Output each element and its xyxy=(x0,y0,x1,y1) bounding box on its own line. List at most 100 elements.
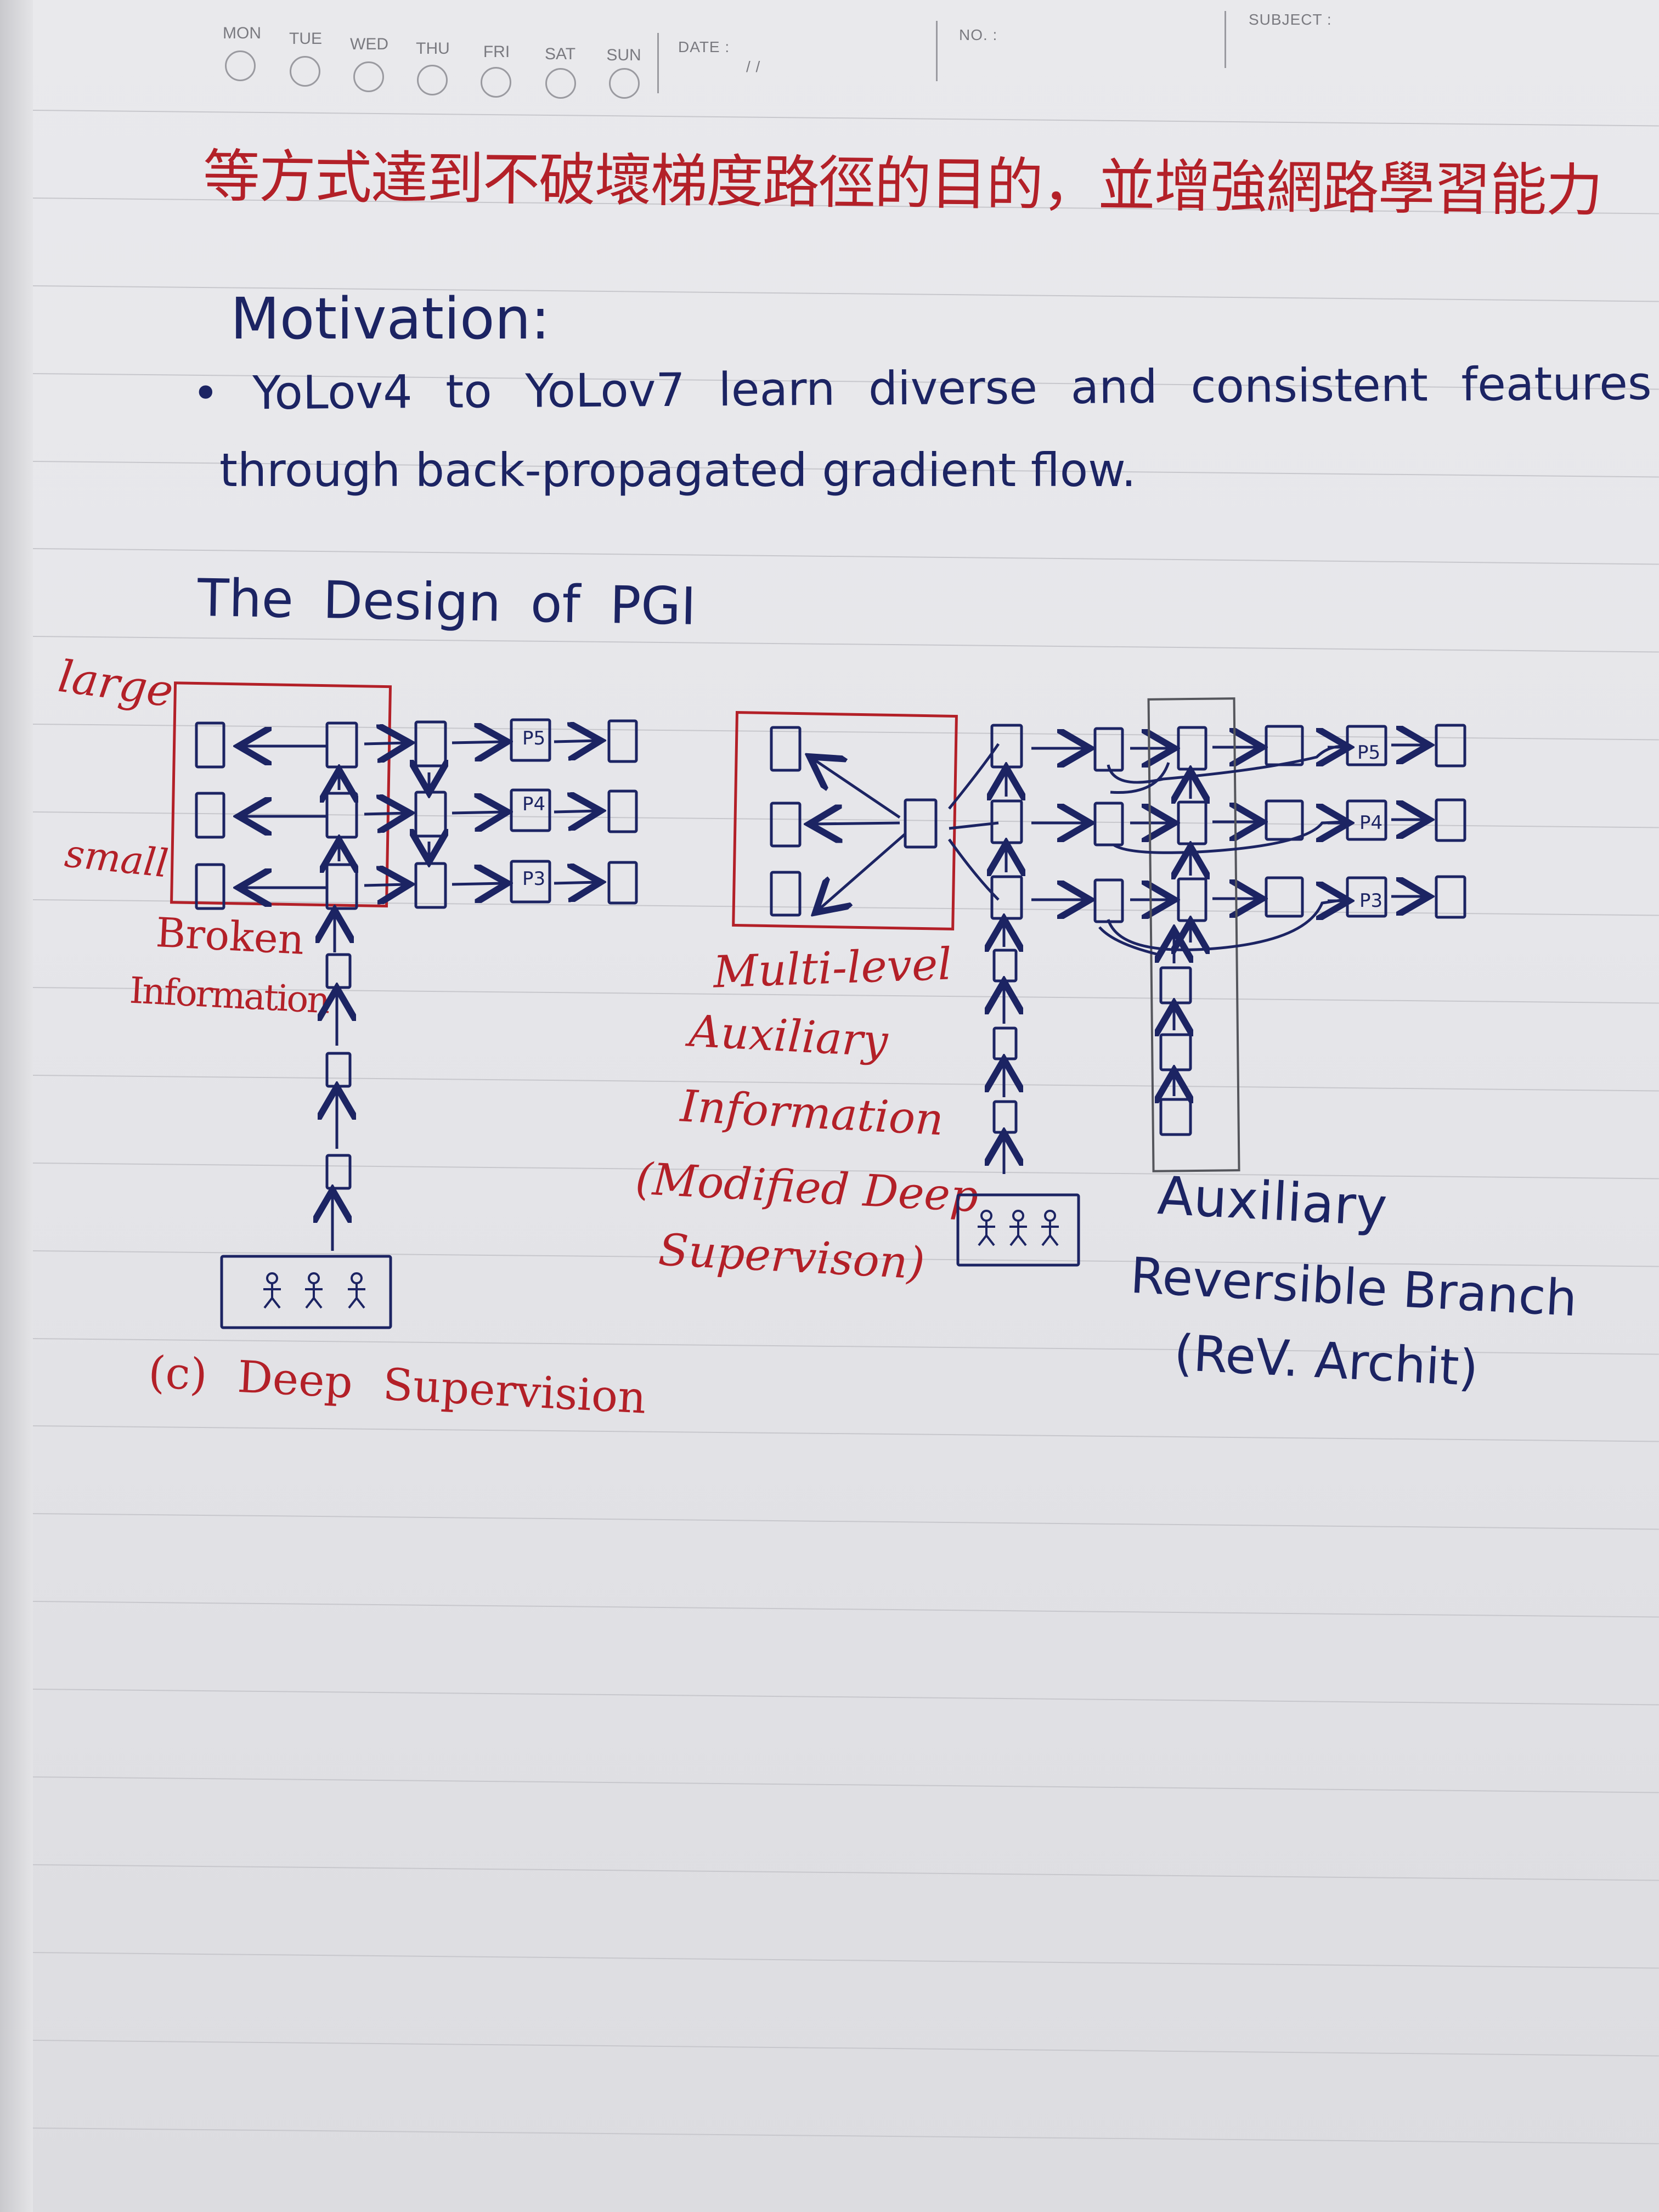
curved-connector xyxy=(1107,744,1345,784)
p-level-box xyxy=(510,788,551,832)
day-fri-circle[interactable] xyxy=(481,67,511,98)
day-sat-circle[interactable] xyxy=(545,68,576,99)
motivation-bullet-line2: through back-propagated gradient flow. xyxy=(219,443,1136,497)
arrow-right xyxy=(452,812,505,813)
figure-leg xyxy=(1041,1234,1051,1246)
detect-box xyxy=(1435,875,1466,919)
reversible-box xyxy=(1159,966,1192,1005)
backbone-box xyxy=(325,1052,352,1088)
figure-leg xyxy=(271,1297,281,1309)
aux-link xyxy=(949,821,999,830)
arrow-right xyxy=(554,811,598,812)
backbone-box xyxy=(325,1154,352,1190)
detect-box xyxy=(607,789,638,833)
aux-output-box xyxy=(1265,725,1304,766)
neck-box xyxy=(414,791,447,838)
figure-leg xyxy=(305,1297,315,1309)
arrow-diagonal xyxy=(812,758,901,819)
left-p4-label: P4 xyxy=(522,793,546,815)
day-mon-circle[interactable] xyxy=(225,50,256,81)
day-wed-circle[interactable] xyxy=(353,61,384,92)
day-sun-circle[interactable] xyxy=(609,68,640,99)
p-level-box xyxy=(510,860,551,904)
arrow-diagonal xyxy=(817,833,906,911)
arrow-right xyxy=(554,882,598,883)
curved-connector xyxy=(1113,820,1345,854)
person-icon xyxy=(263,1272,281,1309)
figure-leg xyxy=(1009,1234,1019,1246)
figure-head xyxy=(351,1272,363,1284)
arrow-right xyxy=(452,883,505,884)
figure-leg xyxy=(1017,1234,1027,1246)
aux-merge-box xyxy=(904,798,938,849)
header-divider xyxy=(936,21,938,81)
detect-box xyxy=(1435,724,1466,768)
right-p5-label: P5 xyxy=(1357,742,1381,764)
figure-head xyxy=(308,1272,320,1284)
reversible-box xyxy=(1159,1098,1192,1136)
figure-head xyxy=(980,1210,992,1222)
output-head-box xyxy=(195,863,225,910)
day-tue-label: TUE xyxy=(289,30,322,48)
aux-output-box xyxy=(1265,876,1304,918)
day-wed-label: WED xyxy=(350,35,388,53)
backbone-box xyxy=(992,1026,1018,1060)
figure-leg xyxy=(985,1234,995,1246)
output-head-box xyxy=(195,721,225,769)
arrow-right xyxy=(554,741,598,742)
p-level-box xyxy=(510,718,551,762)
neck-box xyxy=(414,720,447,768)
arrow-left xyxy=(812,823,900,824)
output-head-box xyxy=(195,792,225,839)
day-sat-label: SAT xyxy=(544,45,576,63)
day-fri-label: FRI xyxy=(483,43,510,61)
detect-box xyxy=(607,719,638,763)
detect-box xyxy=(1435,798,1466,842)
red-bounding-box xyxy=(732,710,958,931)
curved-connector xyxy=(1098,926,1159,956)
reversible-box xyxy=(1159,1033,1192,1071)
neck-box xyxy=(414,862,447,909)
header-divider xyxy=(1224,11,1226,68)
detect-box xyxy=(607,861,638,905)
day-thu-label: THU xyxy=(416,40,450,58)
backbone-box xyxy=(992,1100,1018,1134)
day-mon-label: MON xyxy=(223,24,261,42)
figure-leg xyxy=(978,1234,988,1246)
backbone-box xyxy=(325,953,352,989)
curved-connector xyxy=(1107,898,1345,951)
day-thu-circle[interactable] xyxy=(417,65,448,95)
aux-head-box xyxy=(770,802,802,848)
feature-box xyxy=(325,792,358,839)
neck-box xyxy=(1177,877,1207,922)
person-icon xyxy=(978,1210,995,1246)
figure-leg xyxy=(356,1297,365,1309)
aux-link xyxy=(947,838,1000,901)
subject-label: SUBJECT : xyxy=(1249,11,1332,28)
day-tue-circle[interactable] xyxy=(290,56,320,87)
neck-box xyxy=(1177,800,1207,845)
figure-head xyxy=(266,1272,278,1284)
arrow-right xyxy=(452,742,505,743)
pgi-architecture-diagram xyxy=(732,697,1466,1267)
deep-supervision-diagram xyxy=(170,681,638,1329)
arrow-right xyxy=(364,743,407,744)
person-icon xyxy=(1009,1210,1027,1246)
header-divider xyxy=(657,33,659,93)
input-image-box xyxy=(220,1255,392,1329)
figure-leg xyxy=(313,1297,323,1309)
figure-leg xyxy=(263,1297,273,1309)
date-label: DATE : xyxy=(678,38,730,55)
backbone-box xyxy=(992,949,1018,983)
date-separators: / / xyxy=(746,58,761,75)
figure-leg xyxy=(1049,1234,1059,1246)
input-image-box xyxy=(956,1193,1080,1267)
aux-head-box xyxy=(770,726,802,772)
neck-box xyxy=(1093,802,1124,847)
person-icon xyxy=(305,1272,323,1309)
person-icon xyxy=(348,1272,365,1309)
arrow-right xyxy=(364,813,407,814)
arrow-right xyxy=(364,884,407,885)
figure-leg xyxy=(348,1297,358,1309)
